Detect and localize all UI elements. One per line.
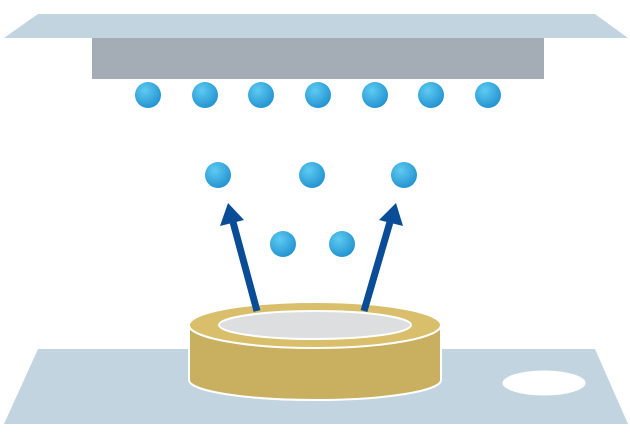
deposited-particles xyxy=(135,82,501,108)
particle xyxy=(305,82,331,108)
arrow-right-head xyxy=(379,203,403,226)
in-flight-particles xyxy=(205,162,417,257)
particle xyxy=(391,162,417,188)
substrate xyxy=(92,38,544,79)
arrow-left xyxy=(220,203,261,312)
arrow-right-shaft xyxy=(360,221,394,312)
particle xyxy=(299,162,325,188)
particle xyxy=(329,231,355,257)
source-material xyxy=(218,310,412,340)
particle xyxy=(418,82,444,108)
emission-arrows xyxy=(220,203,403,312)
particle xyxy=(135,82,161,108)
particle xyxy=(205,162,231,188)
arrow-right xyxy=(360,203,403,312)
evaporation-source xyxy=(188,301,442,401)
top-chamber-plate xyxy=(4,14,628,38)
particle xyxy=(362,82,388,108)
particle xyxy=(475,82,501,108)
arrow-left-shaft xyxy=(229,221,261,312)
particle xyxy=(270,231,296,257)
base-plate-hole-inner xyxy=(506,375,582,395)
particle xyxy=(248,82,274,108)
arrow-left-head xyxy=(220,203,244,226)
particle xyxy=(192,82,218,108)
